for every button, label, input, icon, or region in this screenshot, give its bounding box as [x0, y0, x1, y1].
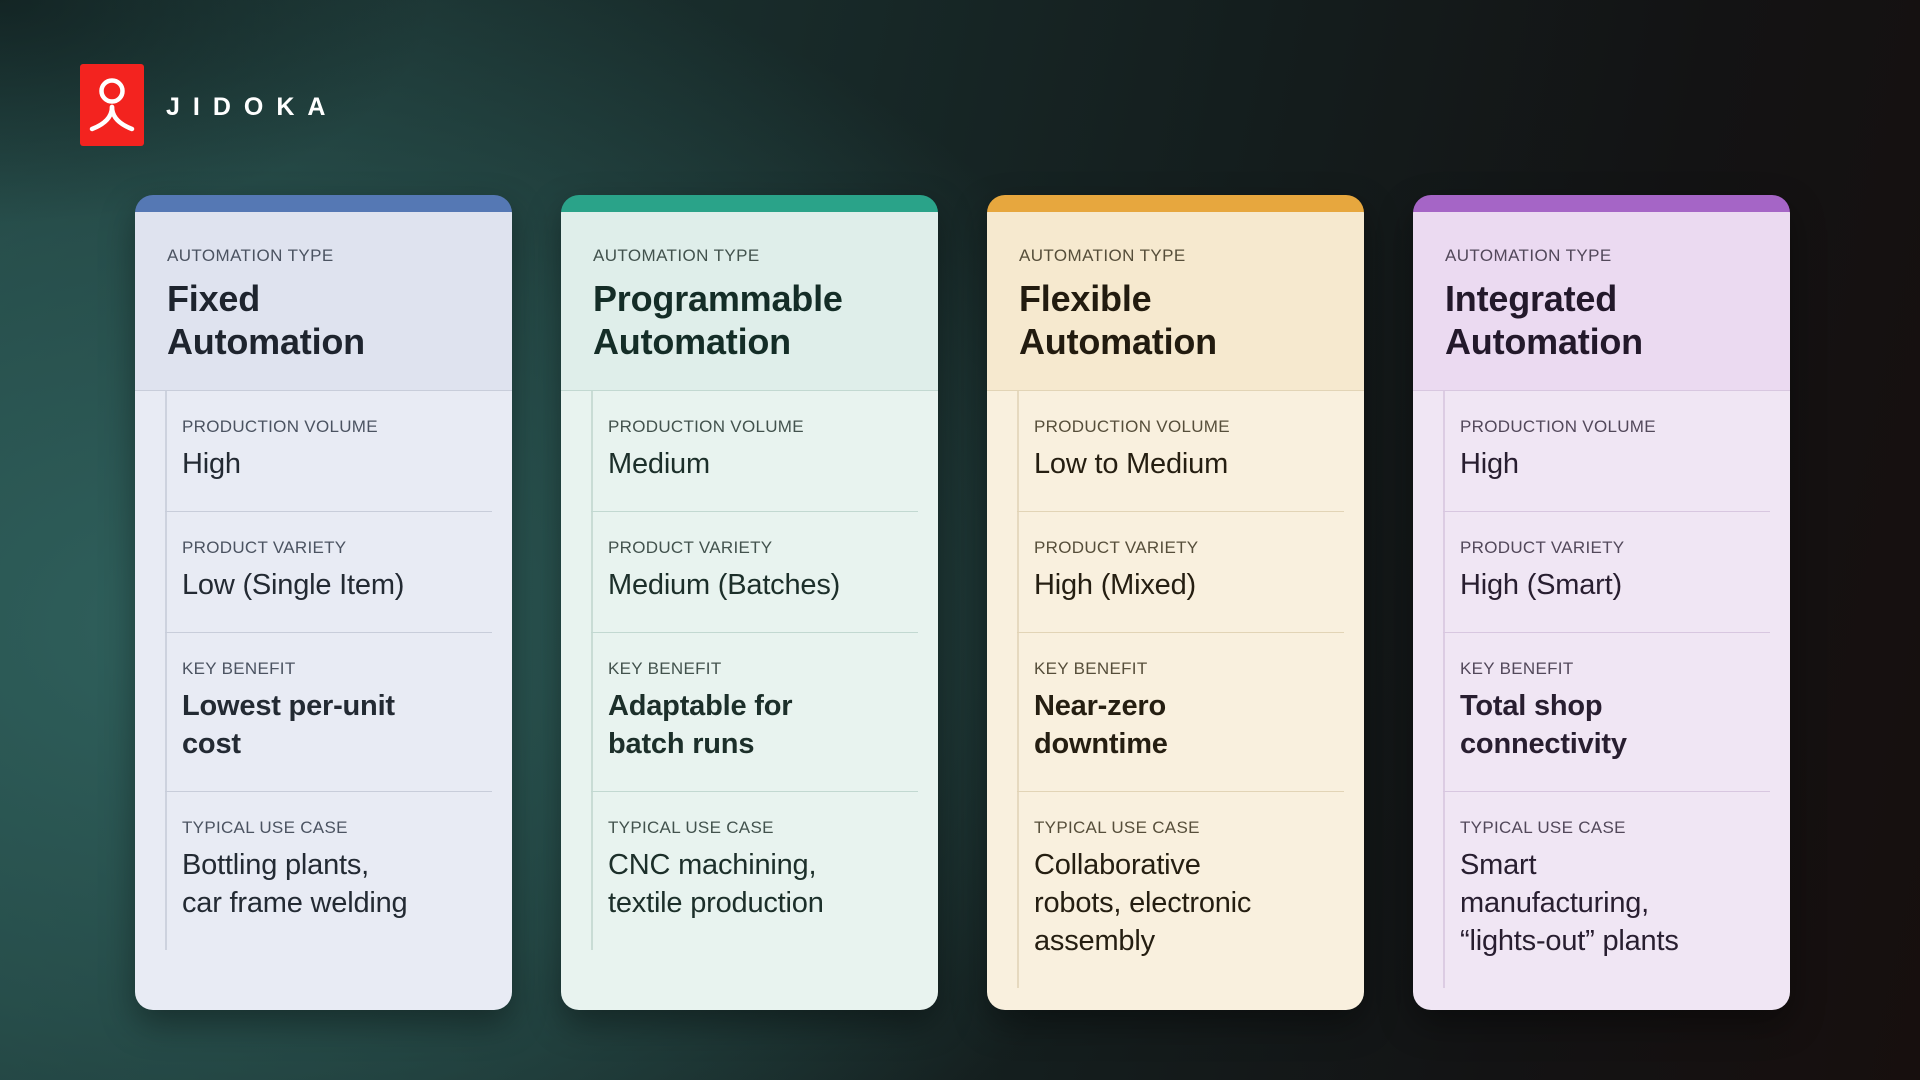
field-product-variety: PRODUCT VARIETY Medium (Batches) [591, 512, 920, 632]
divider [1017, 791, 1344, 792]
divider [1017, 632, 1344, 633]
field-typical-use-case: TYPICAL USE CASE CNC machining, textile … [591, 792, 920, 950]
typical-use-case-label: TYPICAL USE CASE [1460, 818, 1626, 837]
card-title: Fixed Automation [167, 278, 365, 362]
divider [1443, 791, 1770, 792]
production-volume-value: Medium [608, 448, 710, 480]
divider [165, 511, 492, 512]
field-key-benefit: KEY BENEFIT Lowest per-unit cost [165, 633, 494, 791]
card-title: Flexible Automation [1019, 278, 1217, 362]
key-benefit-label: KEY BENEFIT [182, 659, 296, 678]
divider [591, 632, 918, 633]
automation-type-label: AUTOMATION TYPE [593, 246, 760, 265]
card-header: AUTOMATION TYPE Flexible Automation [987, 212, 1364, 391]
field-production-volume: PRODUCTION VOLUME Low to Medium [1017, 391, 1346, 511]
person-icon [80, 64, 144, 146]
key-benefit-value: Adaptable for batch runs [608, 690, 793, 760]
card-body: PRODUCTION VOLUME Medium PRODUCT VARIETY… [561, 391, 938, 1010]
card-title: Programmable Automation [593, 278, 843, 362]
field-typical-use-case: TYPICAL USE CASE Collaborative robots, e… [1017, 792, 1346, 988]
divider [165, 791, 492, 792]
card-body: PRODUCTION VOLUME Low to Medium PRODUCT … [987, 391, 1364, 1010]
production-volume-label: PRODUCTION VOLUME [608, 417, 804, 436]
card-body: PRODUCTION VOLUME High PRODUCT VARIETY L… [135, 391, 512, 1010]
product-variety-label: PRODUCT VARIETY [608, 538, 773, 557]
brand-name: JIDOKA [166, 92, 339, 121]
divider [1443, 632, 1770, 633]
key-benefit-label: KEY BENEFIT [608, 659, 722, 678]
divider [1017, 511, 1344, 512]
card-accent-bar [135, 195, 512, 212]
divider [591, 511, 918, 512]
field-product-variety: PRODUCT VARIETY High (Mixed) [1017, 512, 1346, 632]
divider [591, 791, 918, 792]
field-production-volume: PRODUCTION VOLUME High [1443, 391, 1772, 511]
card-header: AUTOMATION TYPE Fixed Automation [135, 212, 512, 391]
jidoka-logo [80, 64, 144, 146]
divider [165, 632, 492, 633]
product-variety-label: PRODUCT VARIETY [1034, 538, 1199, 557]
card-accent-bar [1413, 195, 1790, 212]
key-benefit-value: Near-zero downtime [1034, 690, 1168, 760]
automation-type-label: AUTOMATION TYPE [1445, 246, 1612, 265]
field-typical-use-case: TYPICAL USE CASE Smart manufacturing, “l… [1443, 792, 1772, 988]
card-flexible-automation: AUTOMATION TYPE Flexible Automation PROD… [987, 195, 1364, 1010]
typical-use-case-value: Smart manufacturing, “lights-out” plants [1460, 849, 1679, 957]
field-key-benefit: KEY BENEFIT Total shop connectivity [1443, 633, 1772, 791]
card-body: PRODUCTION VOLUME High PRODUCT VARIETY H… [1413, 391, 1790, 1010]
key-benefit-label: KEY BENEFIT [1034, 659, 1148, 678]
key-benefit-value: Total shop connectivity [1460, 690, 1627, 760]
field-key-benefit: KEY BENEFIT Adaptable for batch runs [591, 633, 920, 791]
production-volume-label: PRODUCTION VOLUME [1034, 417, 1230, 436]
divider [1443, 511, 1770, 512]
field-typical-use-case: TYPICAL USE CASE Bottling plants, car fr… [165, 792, 494, 950]
automation-type-label: AUTOMATION TYPE [1019, 246, 1186, 265]
typical-use-case-label: TYPICAL USE CASE [182, 818, 348, 837]
field-production-volume: PRODUCTION VOLUME Medium [591, 391, 920, 511]
production-volume-label: PRODUCTION VOLUME [1460, 417, 1656, 436]
key-benefit-label: KEY BENEFIT [1460, 659, 1574, 678]
field-product-variety: PRODUCT VARIETY High (Smart) [1443, 512, 1772, 632]
typical-use-case-label: TYPICAL USE CASE [1034, 818, 1200, 837]
product-variety-value: High (Mixed) [1034, 569, 1196, 601]
card-title: Integrated Automation [1445, 278, 1643, 362]
automation-type-label: AUTOMATION TYPE [167, 246, 334, 265]
card-integrated-automation: AUTOMATION TYPE Integrated Automation PR… [1413, 195, 1790, 1010]
production-volume-value: High [1460, 448, 1519, 480]
card-accent-bar [987, 195, 1364, 212]
product-variety-value: High (Smart) [1460, 569, 1622, 601]
product-variety-label: PRODUCT VARIETY [1460, 538, 1625, 557]
key-benefit-value: Lowest per-unit cost [182, 690, 395, 760]
product-variety-value: Medium (Batches) [608, 569, 841, 601]
product-variety-value: Low (Single Item) [182, 569, 405, 601]
typical-use-case-label: TYPICAL USE CASE [608, 818, 774, 837]
card-accent-bar [561, 195, 938, 212]
automation-cards: AUTOMATION TYPE Fixed Automation PRODUCT… [135, 195, 1790, 1010]
typical-use-case-value: CNC machining, textile production [608, 849, 824, 919]
production-volume-label: PRODUCTION VOLUME [182, 417, 378, 436]
field-key-benefit: KEY BENEFIT Near-zero downtime [1017, 633, 1346, 791]
product-variety-label: PRODUCT VARIETY [182, 538, 347, 557]
production-volume-value: High [182, 448, 241, 480]
typical-use-case-value: Collaborative robots, electronic assembl… [1034, 849, 1252, 957]
typical-use-case-value: Bottling plants, car frame welding [182, 849, 408, 919]
field-production-volume: PRODUCTION VOLUME High [165, 391, 494, 511]
field-product-variety: PRODUCT VARIETY Low (Single Item) [165, 512, 494, 632]
card-fixed-automation: AUTOMATION TYPE Fixed Automation PRODUCT… [135, 195, 512, 1010]
card-programmable-automation: AUTOMATION TYPE Programmable Automation … [561, 195, 938, 1010]
card-header: AUTOMATION TYPE Integrated Automation [1413, 212, 1790, 391]
card-header: AUTOMATION TYPE Programmable Automation [561, 212, 938, 391]
production-volume-value: Low to Medium [1034, 448, 1229, 480]
brand-lockup: JIDOKA [80, 64, 338, 146]
